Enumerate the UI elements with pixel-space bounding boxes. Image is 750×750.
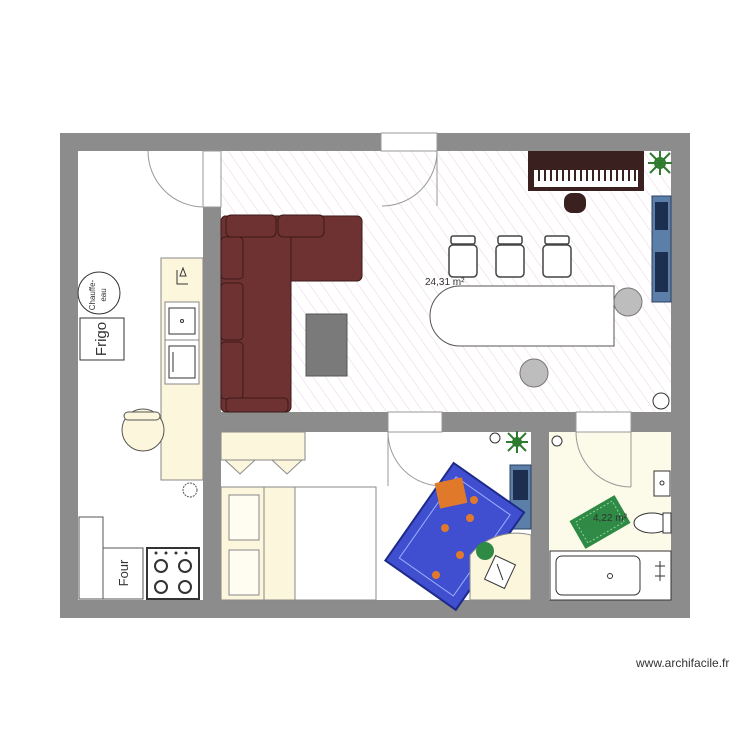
laptop-icon [483,554,517,590]
fridge-label: Frigo [93,322,110,356]
bathtub-icon [549,550,672,601]
fridge: Frigo [79,317,125,361]
main-room-area: 24,31 m² [425,277,465,288]
bar-stools [448,235,572,278]
water-heater-label-1: Chauffe- [88,279,97,310]
sofa [220,214,363,413]
piano-icon [528,151,644,213]
oven: Four [78,516,144,600]
bath-mat [569,495,631,549]
water-heater: Chauffe- eau [77,271,121,315]
bookshelf-icon [651,195,672,303]
kitchen-island [429,285,615,347]
plant-icon [648,151,672,175]
lamp-icon [652,392,670,410]
plant-icon [506,431,528,453]
archifacile-credit[interactable]: www.archifacile.fr [636,656,730,670]
toilet-icon [633,512,672,534]
desk [220,431,306,475]
oven-label: Four [116,559,131,586]
water-heater-label-2: eau [99,288,108,301]
glass-icon [176,266,188,285]
kitchen-chair [121,408,165,452]
coffee-table [305,313,348,377]
lamp-icon [489,432,563,447]
bathroom-area: 4,22 m² [593,513,628,524]
kitchen-counter [160,257,204,481]
doors [147,132,632,488]
sink-icon [168,307,196,379]
sink-icon [653,470,671,497]
walls [60,133,690,618]
stove-icon [146,547,200,600]
bed [220,486,377,601]
round-chairs [519,287,643,388]
drain [182,482,198,498]
